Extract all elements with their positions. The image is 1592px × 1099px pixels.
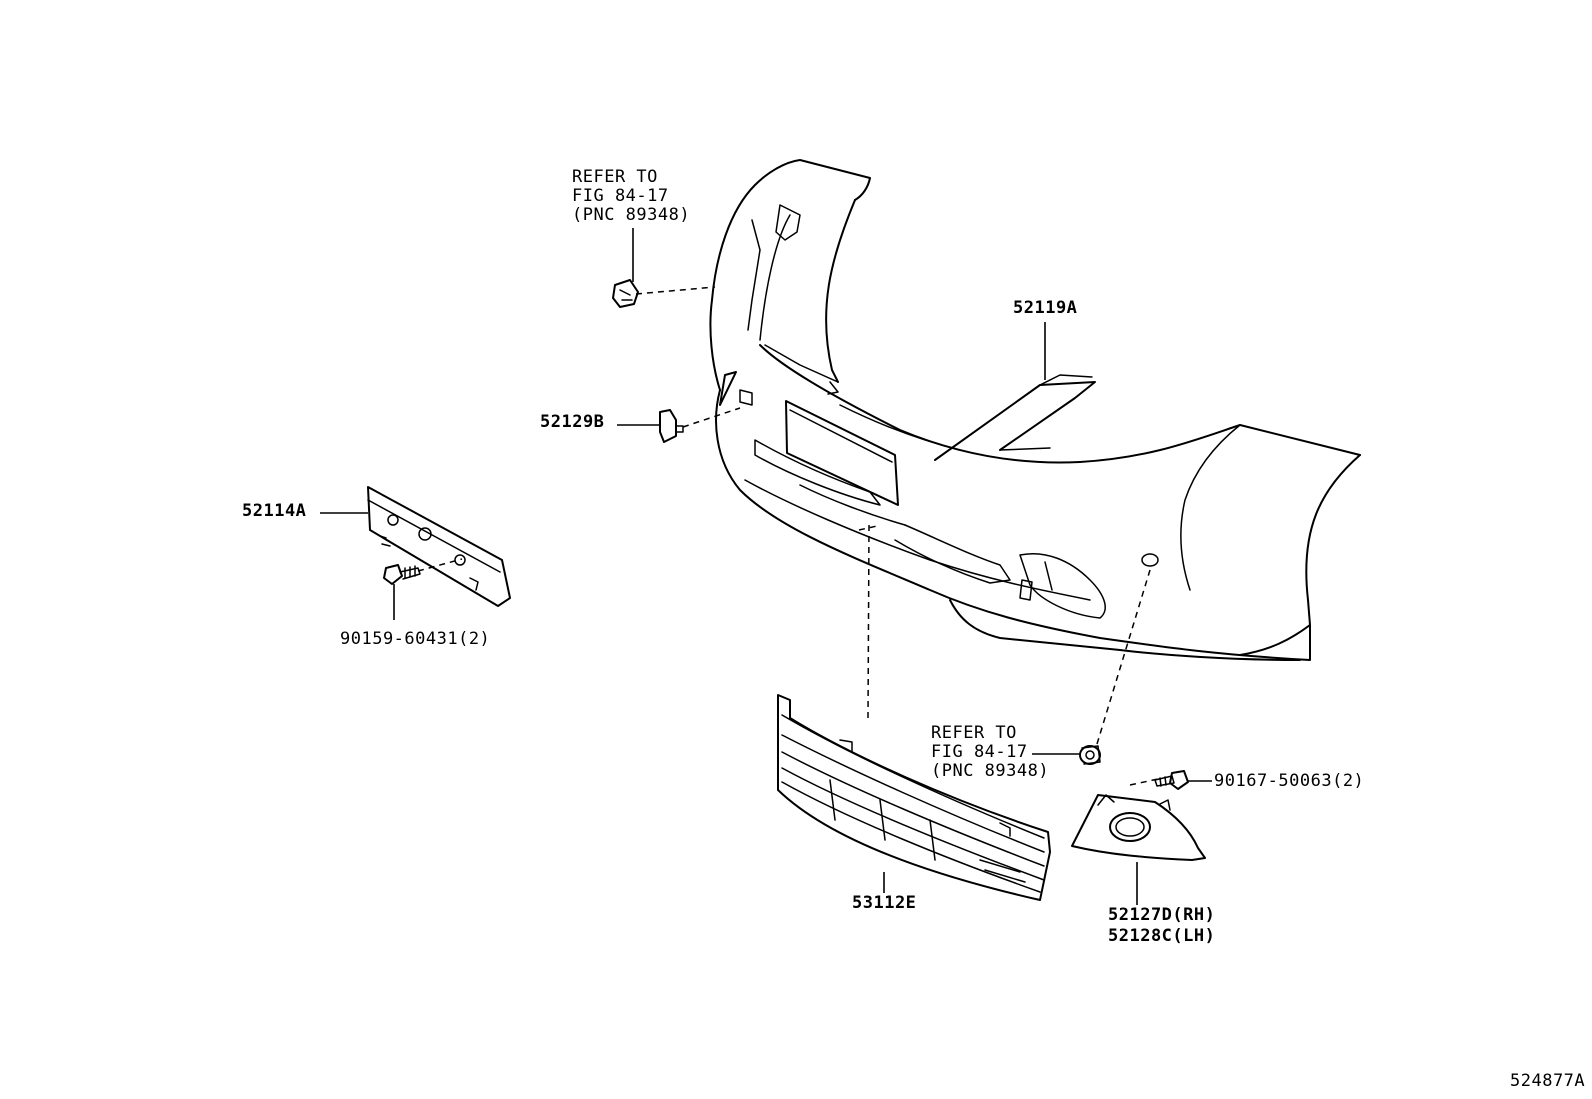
- refer-top-line2: FIG 84-17: [572, 186, 669, 206]
- screw-90159: [383, 564, 421, 585]
- bracket-52114A: [367, 486, 511, 607]
- refer-bottom-line3: (PNC 89348): [931, 761, 1050, 781]
- leader-lines: [320, 228, 1212, 905]
- refer-top-line1: REFER TO: [572, 167, 658, 187]
- cap-52129B: [659, 409, 684, 443]
- label-52114A: 52114A: [242, 501, 307, 521]
- label-52128C: 52128C(LH): [1108, 926, 1216, 946]
- assembly-lines: [417, 286, 1159, 786]
- bumper-cover: [612, 159, 1361, 661]
- refer-bottom-line2: FIG 84-17: [931, 742, 1028, 762]
- clip-bottom: [1079, 745, 1101, 765]
- refer-bottom-line1: REFER TO: [931, 723, 1017, 743]
- fog-cover: [1071, 794, 1206, 861]
- label-52119A: 52119A: [1013, 298, 1078, 318]
- label-53112E: 53112E: [852, 893, 917, 913]
- label-52129B: 52129B: [540, 412, 605, 432]
- refer-top-line3: (PNC 89348): [572, 205, 691, 225]
- grille-53112E: [777, 694, 1051, 901]
- label-90167: 90167-50063(2): [1214, 771, 1365, 791]
- label-52127D: 52127D(RH): [1108, 905, 1216, 925]
- label-90159: 90159-60431(2): [340, 629, 491, 649]
- screw-90167: [1154, 770, 1189, 790]
- illustration-ref-number: 524877A: [1510, 1071, 1586, 1091]
